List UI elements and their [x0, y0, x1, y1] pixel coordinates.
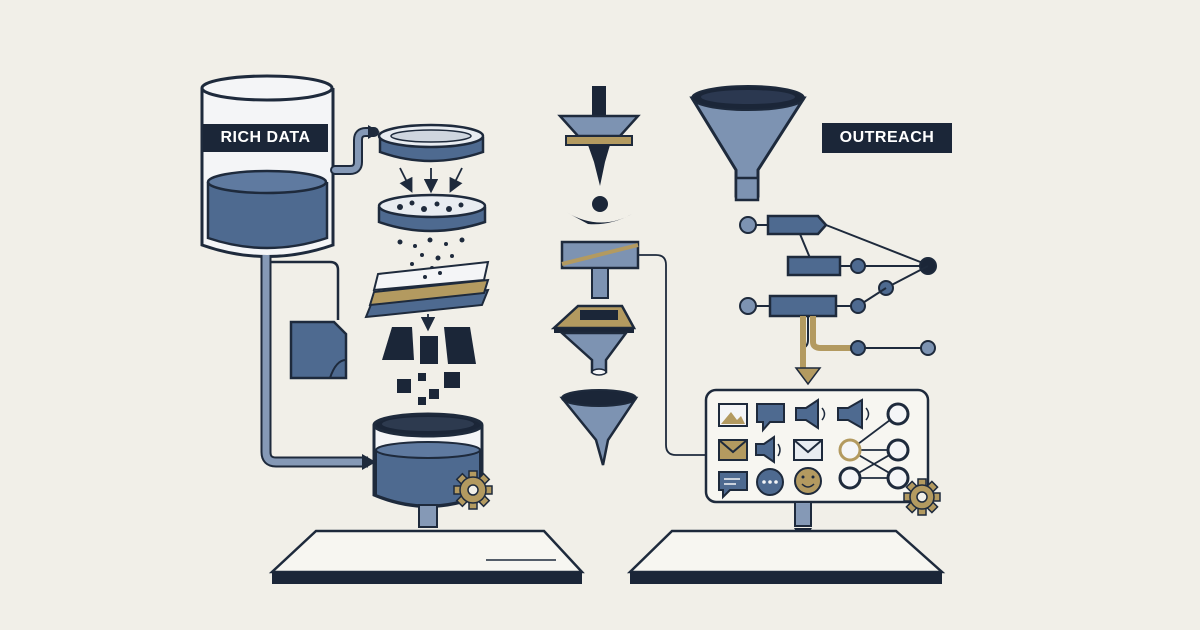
- press-icon: [557, 86, 641, 299]
- network-icon: [838, 402, 910, 490]
- platform-right: [626, 529, 946, 584]
- flowchart-icon: [739, 214, 937, 386]
- rich-data-label: RICH DATA: [220, 129, 311, 146]
- sieve-icon-2: [377, 193, 487, 233]
- pipe-to-tank: [260, 255, 376, 470]
- data-layers-icon: [364, 260, 490, 319]
- filter-arrows: [399, 167, 463, 194]
- sieve-icon: [377, 123, 485, 163]
- chat-bubble-icon-2: [718, 471, 748, 500]
- smiley-icon: [794, 467, 822, 495]
- container-icon: [200, 74, 335, 258]
- document-icon: [289, 320, 348, 380]
- funnel-icon: [689, 85, 807, 202]
- blocks-icon: [382, 327, 476, 405]
- chat-bubble-icon-3: [756, 468, 784, 496]
- funnel-icon-middle: [550, 304, 637, 376]
- image-icon: [718, 403, 748, 427]
- platform-left: [268, 529, 585, 584]
- mail-icon-2: [793, 439, 823, 461]
- connector-line: [638, 254, 706, 456]
- megaphone-icon-3: [755, 435, 781, 464]
- megaphone-icon: [795, 398, 826, 430]
- mail-icon: [718, 439, 748, 461]
- gear-icon: [453, 470, 493, 510]
- gear-icon-2: [903, 478, 941, 516]
- pipe-to-sieve: [330, 125, 380, 175]
- chat-bubble-icon: [756, 403, 785, 433]
- megaphone-icon-2: [837, 398, 870, 430]
- funnel-icon-lower: [559, 389, 639, 466]
- outreach-label: OUTREACH: [839, 129, 935, 146]
